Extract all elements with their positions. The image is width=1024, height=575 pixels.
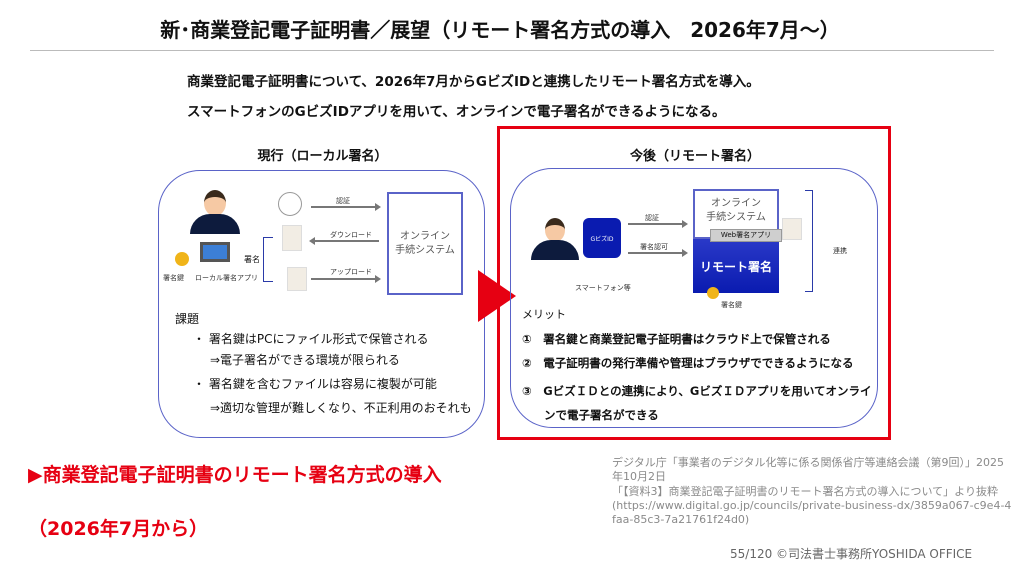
online-system-box: オンライン 手続システム	[387, 192, 463, 295]
download-arrow	[309, 237, 379, 244]
issue-1: ・ 署名鍵はPCにファイル形式で保管される	[193, 332, 429, 346]
signed-document-icon	[287, 267, 307, 291]
issue-1-text: 署名鍵はPCにファイル形式で保管される	[208, 332, 429, 346]
signed-document-icon	[782, 218, 802, 240]
upload-arrow	[311, 275, 381, 282]
current-heading: 現行（ローカル署名）	[257, 149, 388, 164]
future-panel	[510, 168, 878, 428]
merit-3: ③ GビズＩＤとの連携により、GビズＩＤアプリを用いてオンラインで電子署名ができ…	[522, 379, 872, 427]
person-body	[531, 240, 579, 260]
sign-label: 署名	[244, 255, 260, 264]
citation: デジタル庁「事業者のデジタル化等に係る関係省庁等連絡会議（第9回）」2025年1…	[612, 456, 1012, 527]
app-label: ローカル署名アプリ	[195, 274, 258, 282]
phone-label: スマートフォン等	[575, 284, 631, 292]
merit-text: 電子証明書の発行準備や管理はブラウザでできるようになる	[543, 356, 854, 370]
future-highlight-box	[497, 126, 891, 440]
key-label: 署名鍵	[721, 301, 742, 309]
merits-title: メリット	[522, 308, 566, 321]
highlight-title: ▶商業登記電子証明書のリモート署名方式の導入	[28, 464, 442, 486]
gbiz-id-app-icon: GビズID	[583, 218, 621, 258]
auth-label: 認証	[645, 214, 659, 222]
sign-bracket	[263, 237, 273, 282]
person-icon	[204, 190, 226, 216]
key-icon	[707, 287, 719, 299]
issue-2-sub: ⇒適切な管理が難しくなり、不正利用のおそれも	[210, 401, 472, 415]
document-icon	[282, 225, 302, 251]
citation-link[interactable]: (https://www.digital.go.jp/councils/priv…	[612, 498, 1012, 527]
upload-label: アップロード	[330, 268, 372, 276]
web-sign-app: Web署名アプリ	[710, 229, 782, 242]
divider	[30, 50, 994, 51]
download-label: ダウンロード	[330, 231, 372, 239]
sign-permit-label: 署名認可	[640, 243, 668, 251]
merit-num: ③	[522, 384, 532, 398]
merit-2: ② 電子証明書の発行準備や管理はブラウザでできるようになる	[522, 355, 854, 371]
auth-label: 認証	[336, 197, 350, 205]
intro-line-2: スマートフォンのGビズIDアプリを用いて、オンラインで電子署名ができるようになる…	[187, 104, 726, 120]
issues-title: 課題	[175, 312, 200, 326]
merit-num: ①	[522, 332, 532, 346]
merit-text: GビズＩＤとの連携により、GビズＩＤアプリを用いてオンラインで電子署名ができる	[543, 384, 872, 422]
id-phone-icon	[278, 192, 302, 216]
issue-1-sub: ⇒電子署名ができる環境が限られる	[210, 353, 400, 367]
person-body	[190, 214, 240, 234]
citation-source: デジタル庁「事業者のデジタル化等に係る関係省庁等連絡会議（第9回）」2025年1…	[612, 456, 1005, 484]
remote-sign-box: リモート署名	[693, 239, 779, 293]
laptop-icon	[200, 242, 230, 262]
future-heading: 今後（リモート署名）	[629, 149, 760, 164]
issue-2: ・ 署名鍵を含むファイルは容易に複製が可能	[193, 377, 437, 391]
citation-doc: 「【資料3】商業登記電子証明書のリモート署名方式の導入について」より抜粋	[612, 484, 998, 498]
issue-2-text: 署名鍵を含むファイルは容易に複製が可能	[208, 377, 437, 391]
highlight-date: （2026年7月から）	[28, 518, 209, 540]
key-label: 署名鍵	[163, 274, 184, 282]
key-icon	[175, 252, 189, 266]
person-icon	[545, 218, 565, 242]
merit-num: ②	[522, 356, 532, 370]
auth-arrow	[628, 220, 688, 227]
footer: 55/120 ©司法書士事務所YOSHIDA OFFICE	[730, 547, 973, 561]
merit-1: ① 署名鍵と商業登記電子証明書はクラウド上で保管される	[522, 331, 831, 347]
link-label: 連携	[833, 247, 847, 255]
sign-permit-arrow	[628, 249, 688, 256]
page-title: 新･商業登記電子証明書／展望（リモート署名方式の導入 2026年7月～）	[160, 18, 840, 42]
merit-text: 署名鍵と商業登記電子証明書はクラウド上で保管される	[543, 332, 831, 346]
intro-line-1: 商業登記電子証明書について、2026年7月からGビズIDと連携したリモート署名方…	[187, 74, 760, 90]
link-bracket	[805, 190, 813, 292]
auth-arrow	[311, 203, 381, 210]
